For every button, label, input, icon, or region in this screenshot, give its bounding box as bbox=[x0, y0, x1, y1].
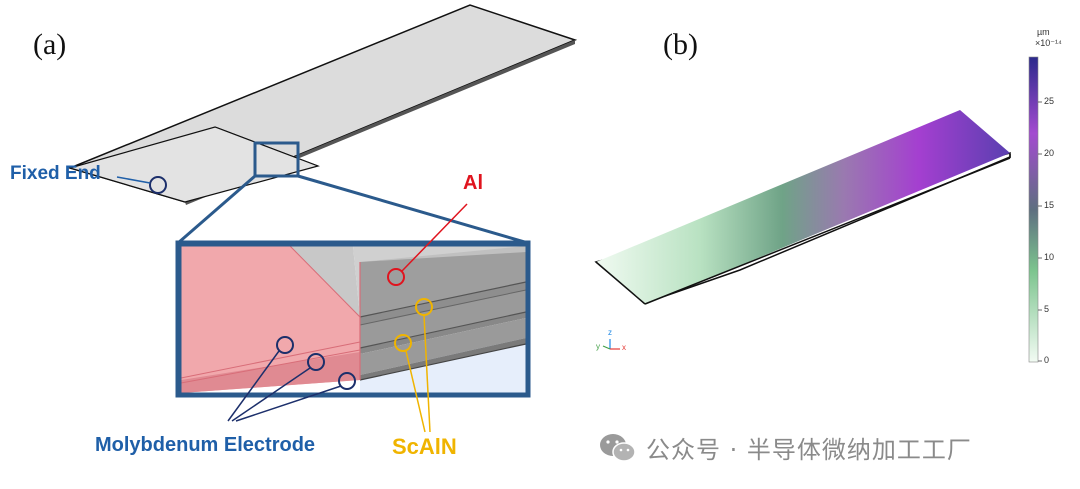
colorbar-tick-15: 15 bbox=[1044, 200, 1055, 210]
axes-triad bbox=[602, 339, 620, 350]
colorbar-tick-0: 0 bbox=[1044, 355, 1050, 365]
fixed-end-label: Fixed End bbox=[10, 163, 101, 184]
mo-marker-2 bbox=[307, 353, 325, 371]
axis-label-y: y bbox=[596, 342, 600, 351]
axis-label-z: z bbox=[608, 328, 612, 337]
scaln-label: ScAlN bbox=[392, 434, 457, 459]
mo-marker-3 bbox=[338, 372, 356, 390]
panel-a-label: (a) bbox=[33, 28, 67, 61]
molybdenum-electrode-label: Molybdenum Electrode bbox=[95, 434, 316, 456]
zoom-selection-box bbox=[253, 141, 300, 178]
wechat-icon bbox=[600, 433, 636, 462]
al-marker bbox=[387, 268, 405, 286]
cantilever-beam bbox=[67, 4, 578, 205]
colorbar-exponent: ×10⁻¹⁴ bbox=[1035, 38, 1062, 48]
watermark: 公众号 · 半导体微纳加工工厂 bbox=[598, 430, 972, 465]
axis-label-x: x bbox=[622, 343, 626, 352]
colorbar-tick-5: 5 bbox=[1044, 304, 1050, 314]
zoom-inset bbox=[175, 240, 531, 398]
colorbar-tick-10: 10 bbox=[1044, 252, 1055, 262]
mo-marker-1 bbox=[276, 336, 294, 354]
colorbar bbox=[1028, 56, 1039, 363]
fixed-end-marker bbox=[149, 176, 167, 194]
colorbar-tick-20: 20 bbox=[1044, 148, 1055, 158]
al-label: Al bbox=[463, 172, 483, 194]
deformed-beam bbox=[594, 110, 1011, 305]
colorbar-tick-marks bbox=[1038, 101, 1042, 362]
colorbar-tick-25: 25 bbox=[1044, 96, 1055, 106]
panel-b-label: (b) bbox=[663, 28, 698, 61]
scaln-marker-2 bbox=[394, 334, 412, 352]
watermark-text: 公众号 · 半导体微纳加工工厂 bbox=[646, 436, 972, 464]
colorbar-unit: µm bbox=[1037, 27, 1050, 37]
